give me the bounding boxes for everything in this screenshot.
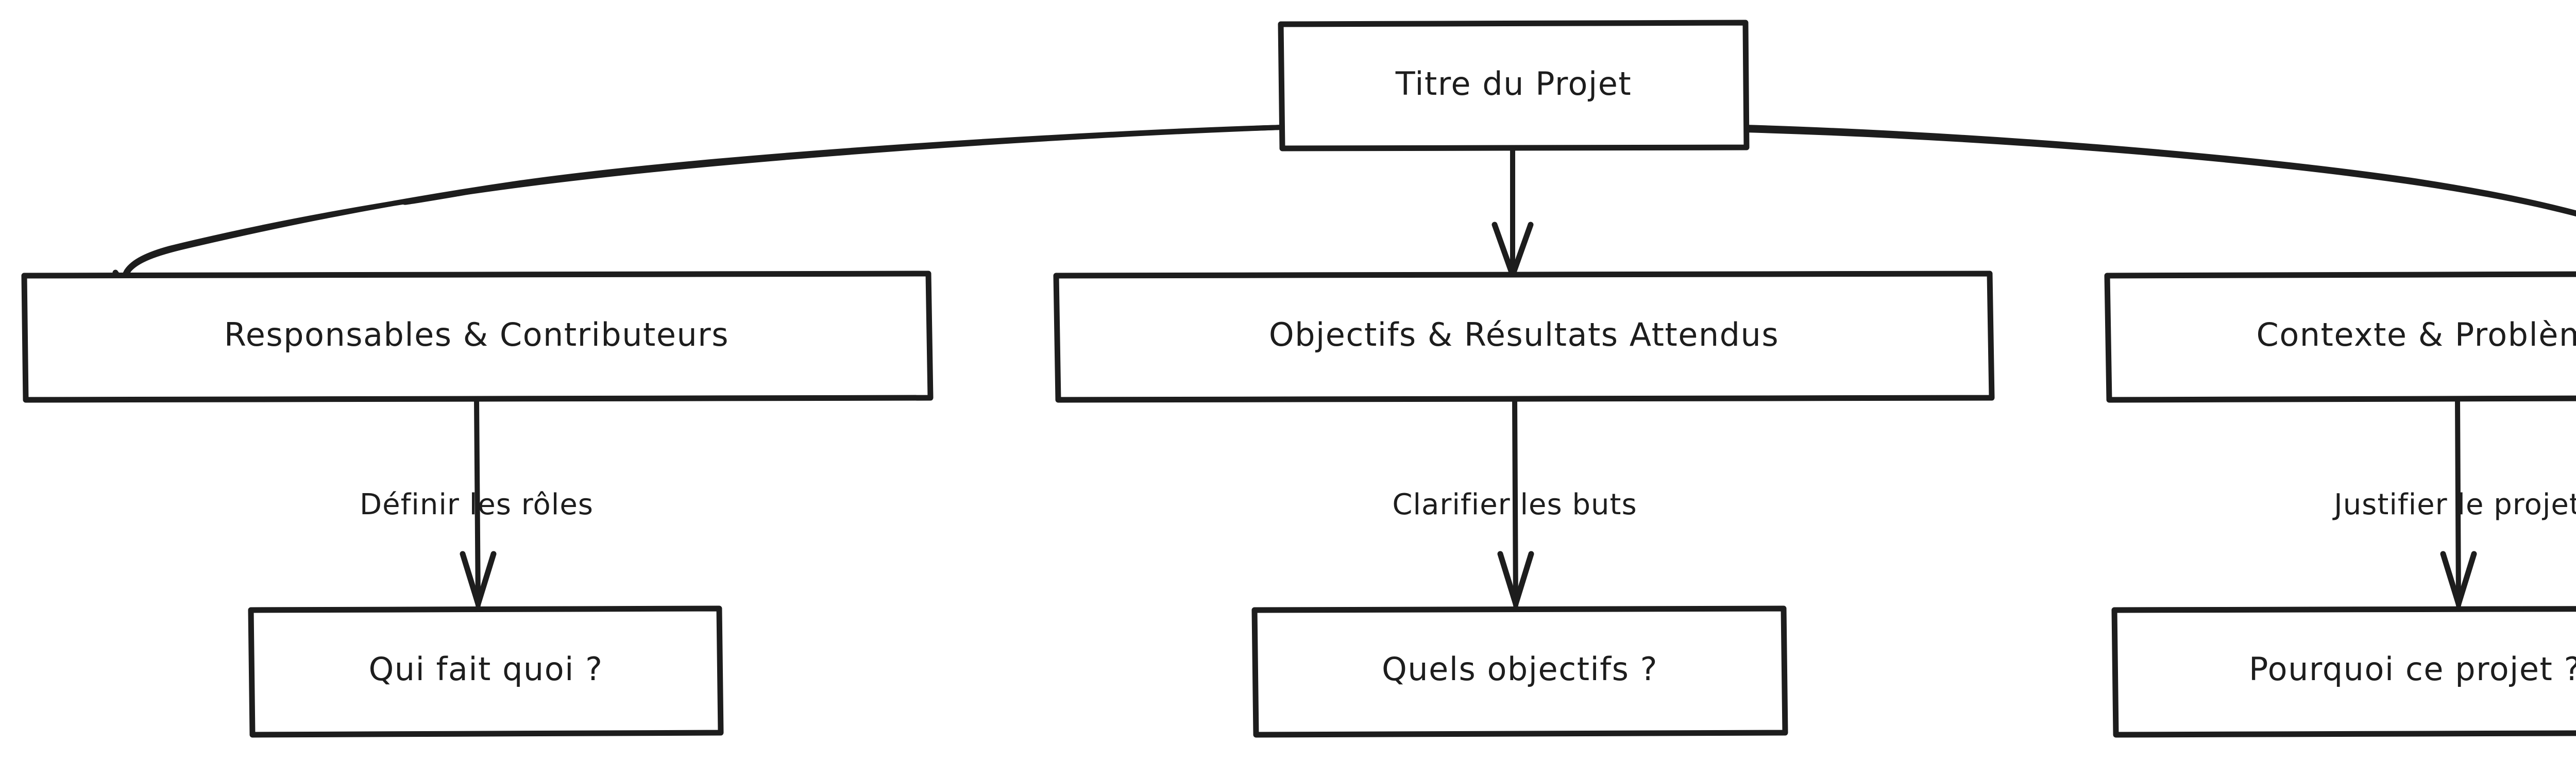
edge-center-to-leaf	[1497, 397, 1534, 608]
node-leaf-center-label: Quels objectifs ?	[1382, 650, 1658, 688]
edge-root-to-right	[1742, 125, 2576, 217]
edge-right-to-leaf	[2440, 397, 2477, 608]
node-leaf-right[interactable]: Pourquoi ce projet ?	[2111, 606, 2576, 738]
node-branch-left-label: Responsables & Contributeurs	[224, 316, 729, 353]
edge-label-right: Justifier le projet	[2332, 488, 2576, 521]
edge-root-to-center	[1492, 147, 1534, 279]
node-branch-right[interactable]: Contexte & Problème	[2104, 271, 2576, 403]
edge-label-left: Définir les rôles	[360, 488, 594, 521]
node-leaf-left[interactable]: Qui fait quoi ?	[248, 605, 724, 738]
node-branch-right-label: Contexte & Problème	[2257, 316, 2576, 353]
edge-label-center: Clarifier les buts	[1392, 488, 1637, 521]
node-leaf-left-label: Qui fait quoi ?	[368, 650, 603, 688]
node-branch-center-label: Objectifs & Résultats Attendus	[1269, 316, 1779, 353]
edge-left-to-leaf	[460, 397, 497, 608]
node-root[interactable]: Titre du Projet	[1278, 20, 1750, 151]
node-branch-left[interactable]: Responsables & Contributeurs	[21, 271, 934, 403]
node-branch-center[interactable]: Objectifs & Résultats Attendus	[1053, 271, 1995, 403]
node-leaf-right-label: Pourquoi ce projet ?	[2249, 650, 2576, 688]
node-root-label: Titre du Projet	[1395, 65, 1632, 103]
node-leaf-center[interactable]: Quels objectifs ?	[1251, 605, 1788, 738]
